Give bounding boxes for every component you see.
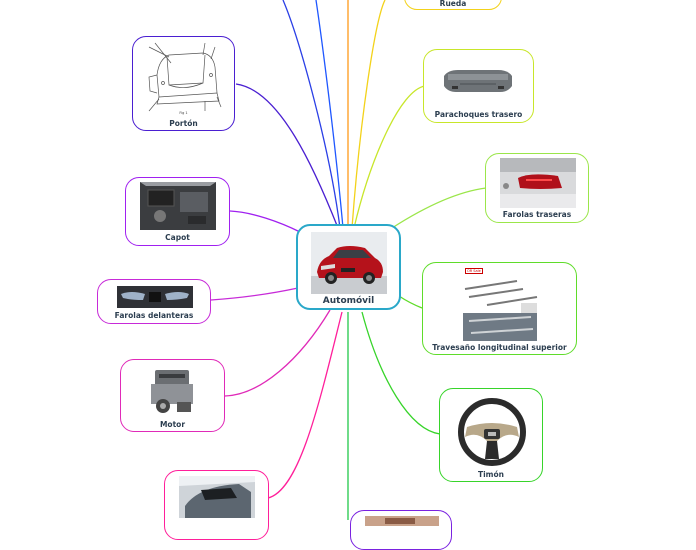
node-travesano[interactable]: OR Sale Travesaño longitudinal superior	[422, 262, 577, 355]
tail-lights-image	[500, 158, 576, 208]
edge-rueda	[351, 0, 386, 229]
figure-caption: Fig 1	[179, 111, 188, 115]
node-automovil-label: Automóvil	[322, 296, 375, 306]
sale-badge: OR Sale	[465, 268, 483, 274]
red-suv-image	[311, 232, 387, 294]
roof-rails-image	[463, 280, 538, 341]
edge-timon	[361, 311, 441, 435]
edge-capot	[229, 210, 301, 233]
bottom-node-image	[365, 516, 439, 526]
node-travesano-label: Travesaño longitudinal superior	[432, 343, 567, 352]
edge-top-blue2	[315, 0, 344, 229]
node-timon-label: Timón	[478, 470, 504, 479]
node-motor-label: Motor	[159, 420, 186, 429]
edge-farolas-delanteras	[210, 287, 299, 301]
edge-techo	[267, 311, 343, 499]
node-farolas-delanteras[interactable]: Farolas delanteras	[97, 279, 211, 324]
node-capot-label: Capot	[165, 233, 190, 242]
rear-bumper-image	[444, 70, 512, 92]
edge-porton	[235, 83, 339, 229]
node-porton-label: Portón	[169, 119, 198, 128]
node-parachoques-label: Parachoques trasero	[434, 110, 523, 119]
node-rueda[interactable]: Rueda	[404, 0, 502, 10]
node-farolas-delanteras-label: Farolas delanteras	[114, 311, 194, 320]
engine-image	[151, 370, 193, 413]
steering-wheel-image	[458, 398, 526, 466]
node-parachoques[interactable]: Parachoques trasero	[423, 49, 534, 123]
node-motor[interactable]: Motor	[120, 359, 225, 432]
node-techo[interactable]	[164, 470, 269, 540]
node-automovil[interactable]: Automóvil	[296, 224, 401, 310]
node-rueda-label: Rueda	[439, 0, 467, 8]
edge-top-blue	[282, 0, 341, 229]
edge-motor	[224, 309, 331, 397]
node-timon[interactable]: Timón	[439, 388, 543, 482]
headlights-image	[117, 286, 193, 308]
edge-parachoques	[353, 85, 426, 229]
sunroof-image	[179, 476, 255, 518]
hood-engine-bay-image	[140, 182, 216, 230]
node-porton[interactable]: Fig 1 Portón	[132, 36, 235, 131]
node-inferior[interactable]	[350, 510, 452, 550]
edge-farolas-traseras	[391, 187, 487, 229]
node-farolas-traseras[interactable]: Farolas traseras	[485, 153, 589, 223]
node-capot[interactable]: Capot	[125, 177, 230, 246]
node-farolas-traseras-label: Farolas traseras	[502, 210, 572, 219]
tailgate-line-drawing	[148, 42, 222, 112]
edge-travesano	[398, 295, 423, 309]
